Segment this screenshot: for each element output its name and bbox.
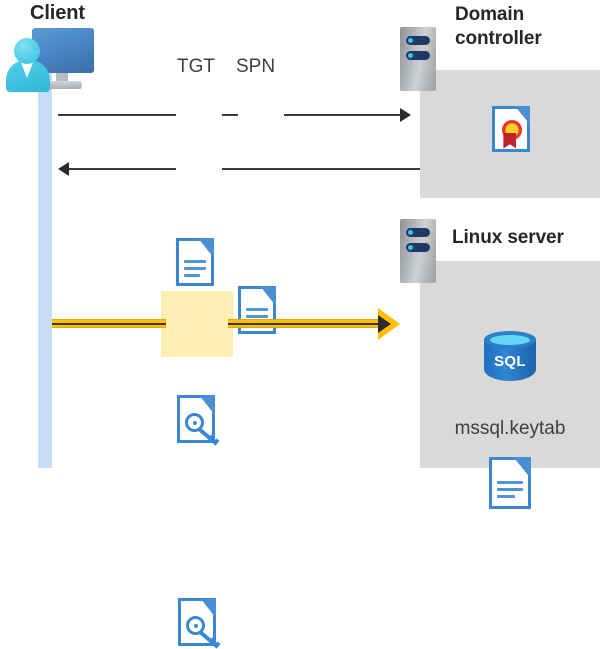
domain-controller-title-line1: Domain — [455, 4, 525, 25]
flow3-line-right — [228, 319, 380, 328]
flow1-line-mid — [222, 114, 238, 116]
diagram-canvas: Client Domain controller Linux server SQ… — [6, 2, 600, 649]
server-rack-icon-dc — [400, 27, 436, 91]
keytab-file-label: mssql.keytab — [454, 418, 566, 439]
sql-database-label: SQL — [494, 353, 526, 370]
person-head — [14, 38, 40, 64]
spn-label: SPN — [236, 56, 276, 77]
tgt-label: TGT — [177, 56, 215, 77]
client-title: Client — [30, 2, 85, 24]
flow2-line-right — [222, 168, 420, 170]
flow1-line-left — [58, 114, 176, 116]
key-glyph — [186, 616, 221, 649]
rack-led-bottom — [406, 243, 430, 252]
ticket-highlight-box — [161, 291, 233, 357]
flow3-arrowhead-inner — [378, 315, 391, 333]
certificate-document-icon — [492, 106, 530, 152]
flow2-line-left — [69, 168, 176, 170]
monitor-stand-base — [44, 81, 82, 89]
certificate-ribbon — [503, 132, 517, 149]
tgt-document-icon — [176, 238, 214, 286]
monitor-stand-neck — [56, 73, 68, 83]
client-lifeline — [38, 72, 52, 468]
server-rack-icon-linux — [400, 219, 436, 283]
service-ticket-document-icon — [177, 395, 220, 446]
rack-led-top — [406, 228, 430, 237]
rack-led-bottom — [406, 51, 430, 60]
linux-server-title: Linux server — [452, 227, 564, 248]
sql-database-icon: SQL — [484, 331, 536, 387]
flow3-line-left — [52, 319, 166, 328]
flow2-arrowhead — [58, 162, 69, 176]
domain-controller-title: Domain controller — [455, 3, 595, 51]
client-workstation-icon — [6, 26, 94, 96]
key-glyph — [185, 413, 220, 446]
rack-led-top — [406, 36, 430, 45]
flow1-line-right — [284, 114, 400, 116]
flow1-arrowhead — [400, 108, 411, 122]
presented-ticket-document-icon — [178, 598, 221, 649]
domain-controller-title-line2: controller — [455, 28, 542, 49]
keytab-document-icon — [489, 457, 531, 509]
